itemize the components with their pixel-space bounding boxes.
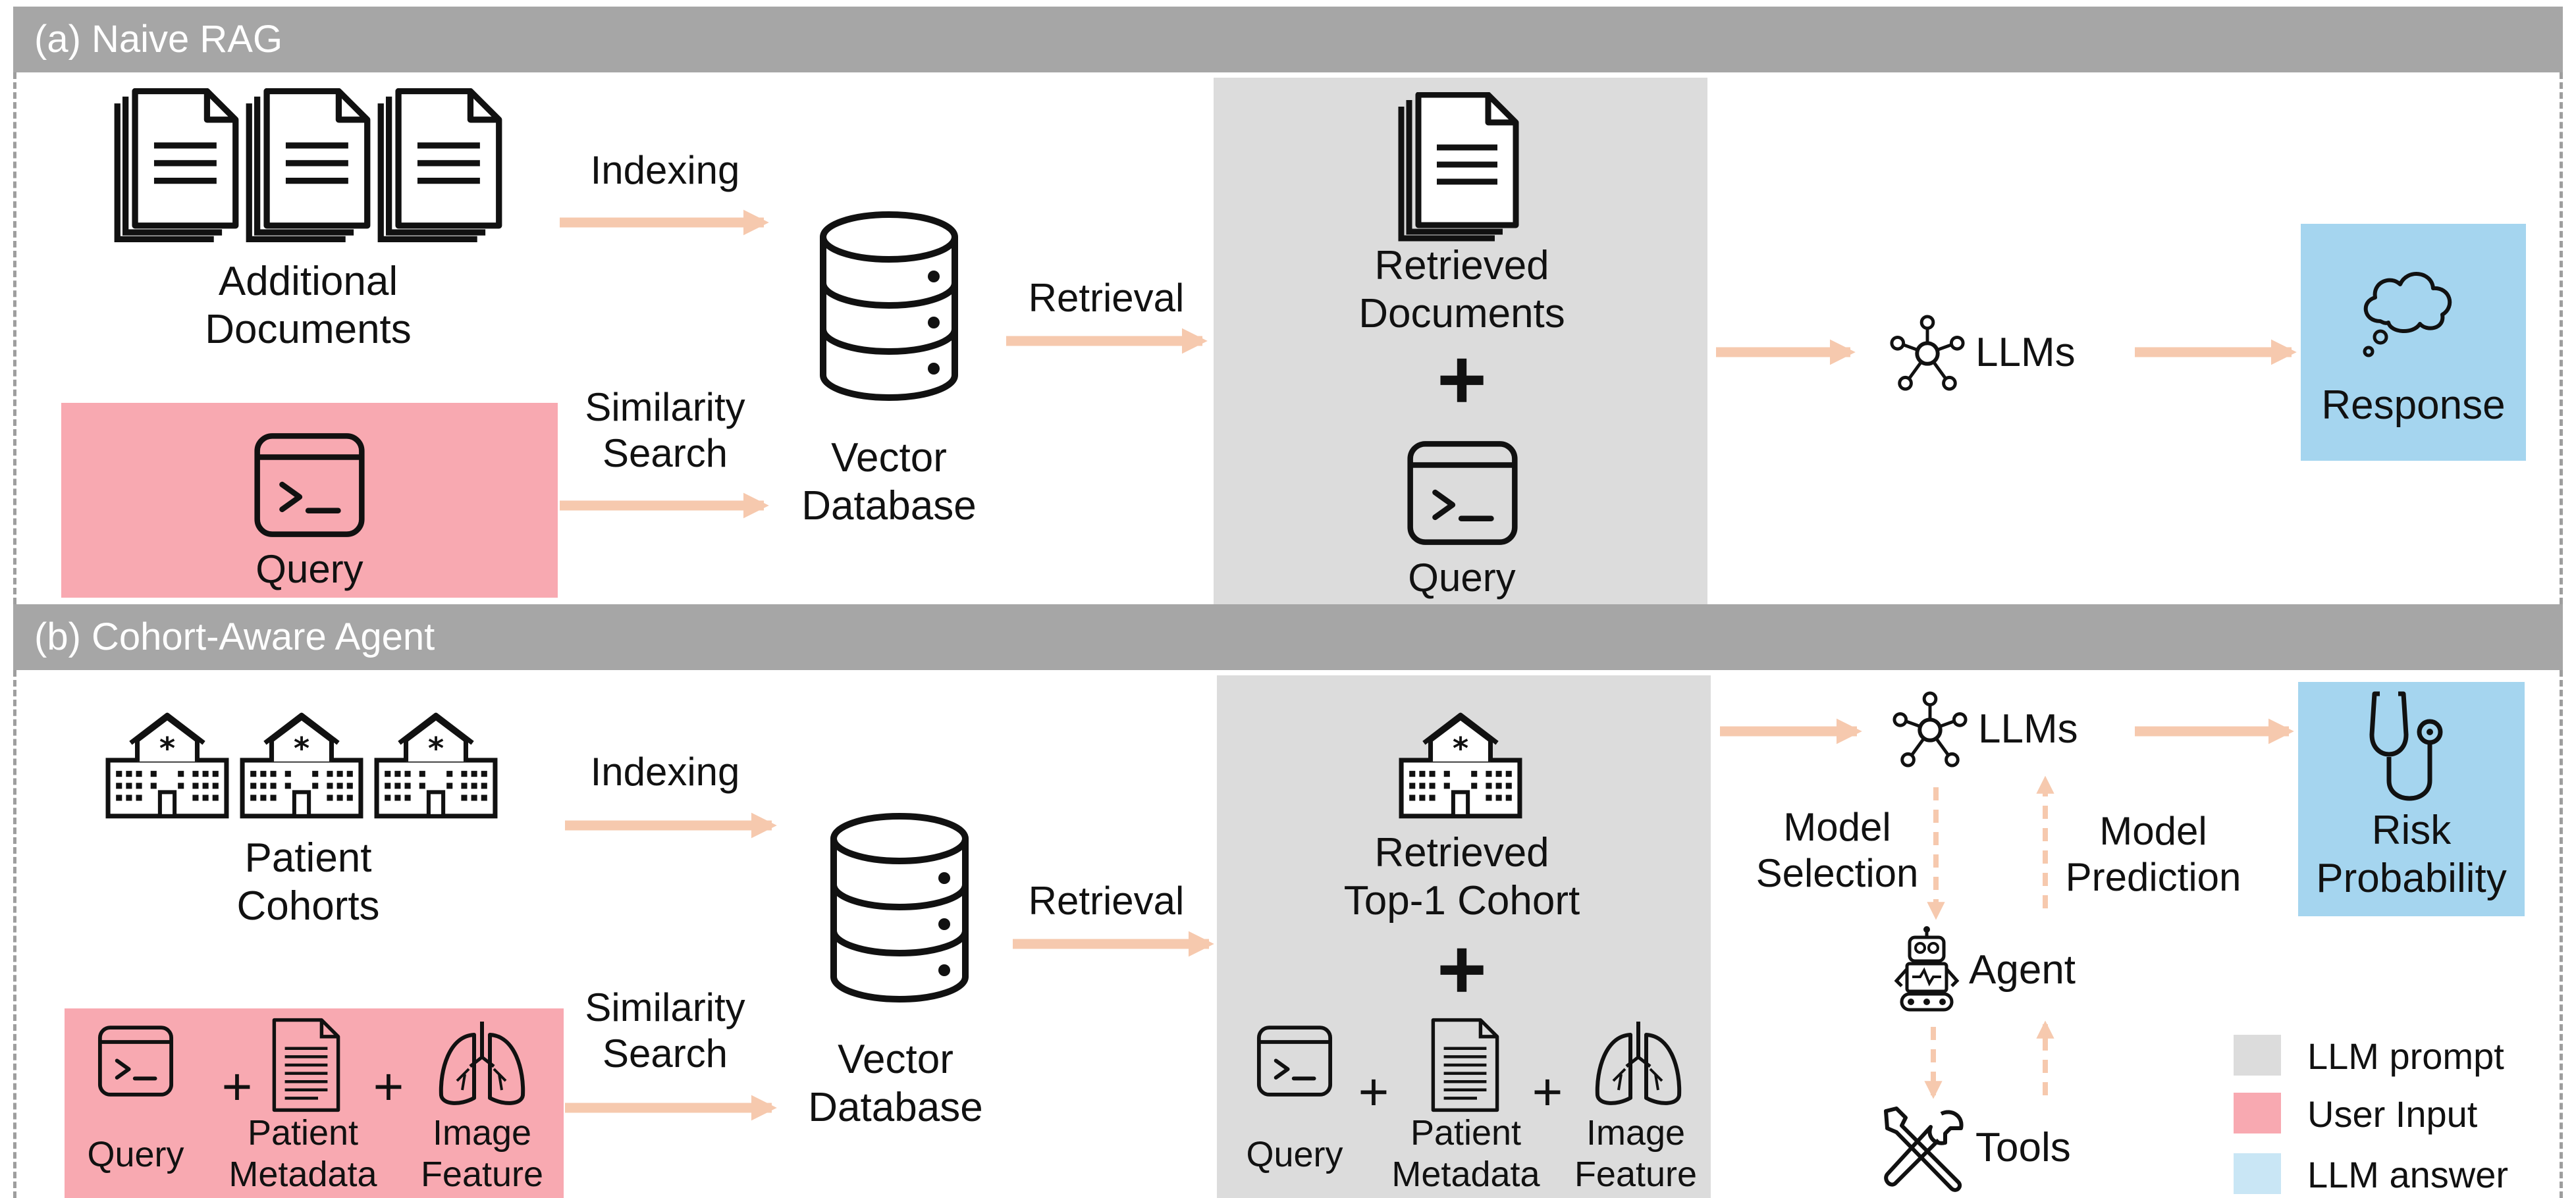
prompt-patient-metadata-label: Patient Metadata: [1391, 1113, 1540, 1195]
document-icon: [375, 88, 504, 245]
model-selection-label: Model Selection: [1756, 805, 1919, 896]
tools-label: Tools: [1975, 1125, 2071, 1170]
hospital-icon: [238, 712, 365, 819]
robot-agent-icon: [1894, 926, 1960, 1012]
vector-database-icon: [817, 211, 961, 402]
similarity-search-label-b: Similarity Search: [585, 985, 745, 1076]
legend-swatch-llm-answer: [2234, 1153, 2281, 1194]
hospital-icon: [373, 712, 499, 819]
retrieved-cohort-label: Retrieved Top-1 Cohort: [1343, 830, 1580, 924]
query-label-a: Query: [255, 547, 363, 591]
retrieved-documents-label: Retrieved Documents: [1358, 243, 1565, 336]
terminal-icon: [97, 1024, 174, 1098]
retrieved-documents-icon: [1396, 92, 1521, 244]
legend-label-llm-prompt: LLM prompt: [2307, 1035, 2504, 1077]
terminal-icon: [1407, 440, 1518, 546]
legend-swatch-user-input: [2234, 1093, 2281, 1133]
terminal-icon: [254, 432, 365, 538]
retrieval-label-a: Retrieval: [1028, 276, 1185, 320]
input-patient-metadata-label: Patient Metadata: [228, 1113, 377, 1195]
plus-sign-input-2: +: [373, 1057, 404, 1116]
document-icon: [244, 88, 373, 245]
plus-sign-input-1: +: [221, 1057, 253, 1116]
plus-sign-b: +: [1437, 921, 1487, 1017]
input-query-label: Query: [87, 1135, 184, 1174]
panel-b-frame: [13, 670, 2563, 1198]
additional-documents-label: Additional Documents: [205, 259, 412, 352]
lungs-icon: [1592, 1018, 1684, 1110]
patient-metadata-icon: [270, 1018, 342, 1112]
llms-label-a: LLMs: [1975, 330, 2076, 375]
panel-a-title: (a) Naive RAG: [34, 18, 283, 61]
retrieval-label-b: Retrieval: [1028, 879, 1185, 923]
risk-probability-label: Risk Probability: [2316, 808, 2507, 901]
plus-sign-prompt-2: +: [1532, 1062, 1563, 1121]
similarity-search-label-a: Similarity Search: [585, 385, 745, 476]
hospital-icon: [104, 712, 230, 819]
patient-metadata-icon: [1429, 1018, 1501, 1112]
llm-network-icon: [1889, 315, 1966, 392]
llms-label-b: LLMs: [1978, 706, 2078, 752]
vector-database-label-b: Vector Database: [808, 1037, 983, 1130]
indexing-label-a: Indexing: [590, 148, 740, 192]
response-label: Response: [2321, 382, 2506, 428]
thought-cloud-icon: [2363, 272, 2452, 357]
document-icon: [112, 88, 241, 245]
panel-a-frame: [13, 72, 2563, 604]
agent-label: Agent: [1969, 947, 2076, 993]
input-image-feature-label: Image Feature: [420, 1113, 544, 1195]
prompt-image-feature-label: Image Feature: [1574, 1113, 1698, 1195]
model-prediction-label: Model Prediction: [2065, 809, 2241, 900]
plus-sign-a: +: [1437, 331, 1487, 427]
stethoscope-icon: [2369, 691, 2443, 801]
legend-swatch-llm-prompt: [2234, 1035, 2281, 1076]
vector-database-icon: [827, 812, 972, 1003]
llm-network-icon: [1891, 691, 1969, 769]
patient-cohorts-label: Patient Cohorts: [236, 835, 380, 929]
prompt-query-label-b: Query: [1246, 1135, 1343, 1174]
lungs-icon: [436, 1018, 528, 1110]
plus-sign-prompt-1: +: [1358, 1062, 1389, 1121]
vector-database-label-a: Vector Database: [801, 435, 977, 529]
panel-b-header: (b) Cohort-Aware Agent: [13, 604, 2563, 670]
response-box: [2301, 224, 2526, 461]
indexing-label-b: Indexing: [590, 750, 740, 794]
tools-icon: [1884, 1107, 1964, 1192]
terminal-icon: [1256, 1024, 1333, 1098]
legend-label-llm-answer: LLM answer: [2307, 1154, 2509, 1195]
panel-a-header: (a) Naive RAG: [13, 7, 2563, 72]
prompt-query-label-a: Query: [1408, 556, 1516, 600]
retrieved-cohort-icon: [1397, 712, 1524, 819]
panel-b-title: (b) Cohort-Aware Agent: [34, 615, 435, 658]
legend-label-user-input: User Input: [2307, 1093, 2478, 1135]
